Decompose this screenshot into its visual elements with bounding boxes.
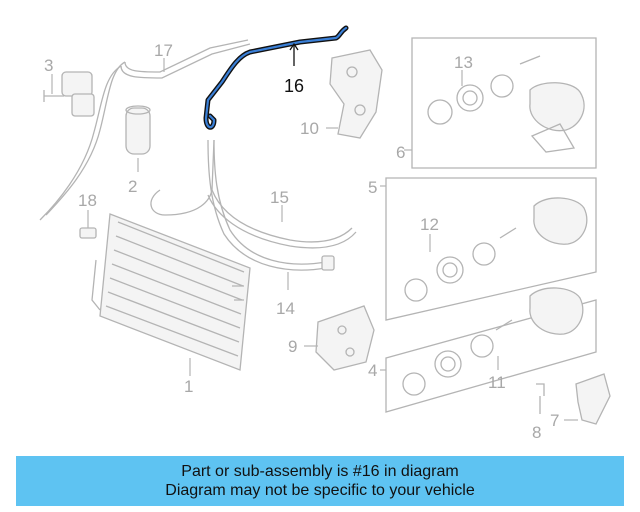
- callout-8: 8: [532, 423, 541, 442]
- part-17-pipe: [39, 39, 251, 221]
- callout-10: 10: [300, 119, 319, 138]
- group-4-compressor-assembly: [380, 287, 597, 413]
- callout-1: 1: [184, 377, 193, 396]
- part-9-bracket: [304, 305, 375, 371]
- banner-line-2: Diagram may not be specific to your vehi…: [165, 482, 475, 499]
- callout-9: 9: [288, 337, 297, 356]
- callout-18: 18: [78, 191, 97, 210]
- callout-5: 5: [368, 178, 377, 197]
- callout-14: 14: [276, 299, 295, 318]
- callout-6: 6: [396, 143, 405, 162]
- part-2-receiver-drier: [125, 105, 151, 172]
- part-15-hose: [150, 139, 357, 249]
- callout-16: 16: [284, 76, 304, 96]
- part-1-condenser: [91, 213, 251, 376]
- callout-11: 11: [488, 373, 506, 392]
- part-16-highlighted-line: [203, 25, 349, 130]
- parts-diagram: 3 17 2 18 1 15: [39, 25, 611, 442]
- banner-line-1: Part or sub-assembly is #16 in diagram: [181, 463, 459, 480]
- callout-17: 17: [154, 41, 173, 60]
- part-10-bracket: [326, 49, 383, 139]
- part-16-highlight-stroke: [204, 26, 348, 129]
- callout-3: 3: [44, 56, 53, 75]
- callout-15: 15: [270, 188, 289, 207]
- part-14-pipe: [207, 139, 335, 290]
- callout-7: 7: [550, 411, 559, 430]
- part-3-valve: [43, 71, 95, 117]
- callout-2: 2: [128, 177, 137, 196]
- callout-4: 4: [368, 361, 377, 380]
- callout-12: 12: [420, 215, 439, 234]
- group-5-compressor-assembly: [380, 177, 597, 321]
- group-6-compressor-assembly: [404, 37, 597, 169]
- callout-13: 13: [454, 53, 473, 72]
- info-banner: Part or sub-assembly is #16 in diagram D…: [16, 456, 624, 506]
- part-18-fitting: [79, 210, 97, 239]
- part-8-bolt: [536, 383, 545, 414]
- part-7-bracket: [564, 373, 611, 425]
